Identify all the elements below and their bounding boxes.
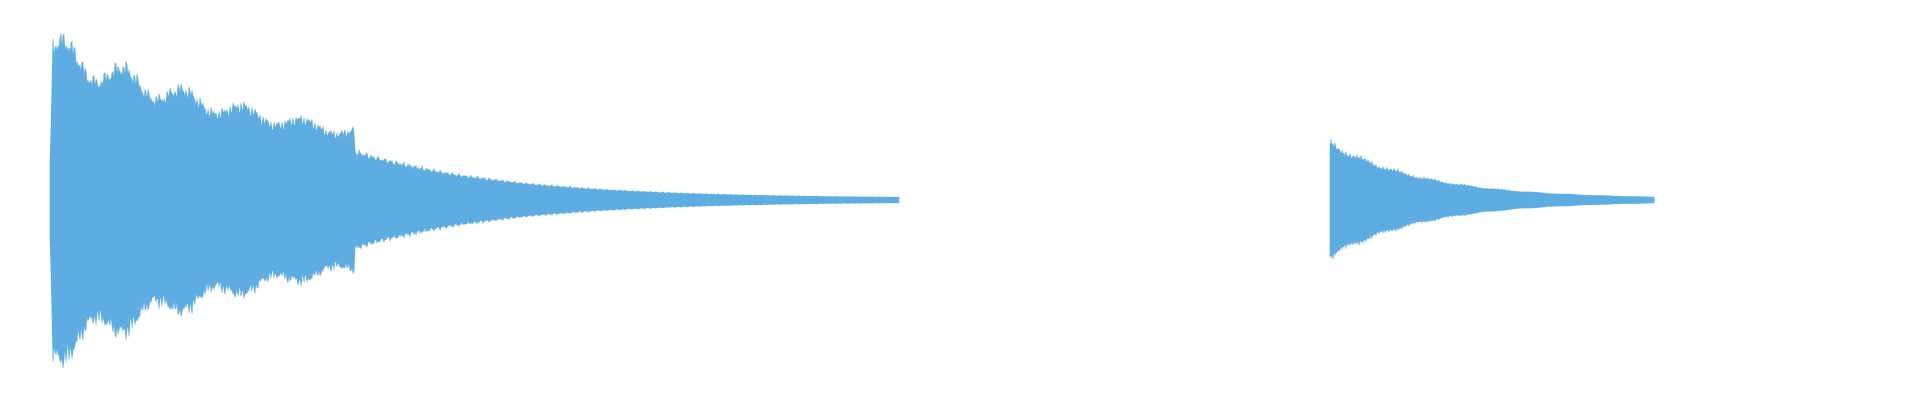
waveform-segment-first-sound xyxy=(49,33,900,369)
waveform-layer xyxy=(49,33,1655,369)
waveform-segment-second-sound xyxy=(1329,139,1655,260)
